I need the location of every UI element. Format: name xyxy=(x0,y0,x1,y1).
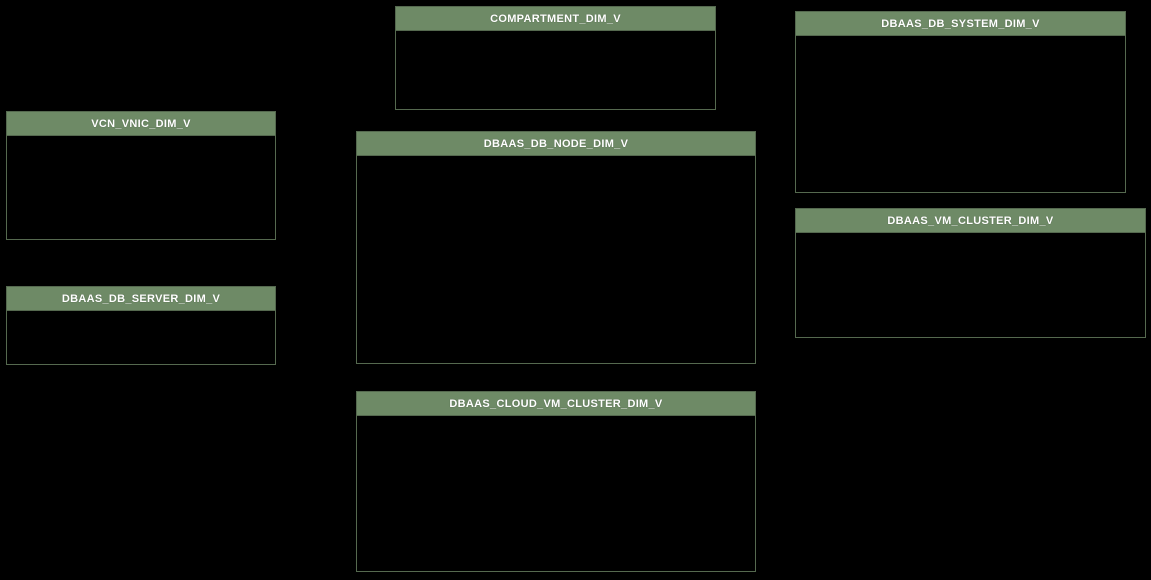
entity-attributes-dbaas-db-server-dim-v xyxy=(7,311,275,364)
entity-box-dbaas-cloud-vm-cluster-dim-v[interactable]: DBAAS_CLOUD_VM_CLUSTER_DIM_V xyxy=(356,391,756,572)
entity-box-vcn-vnic-dim-v[interactable]: VCN_VNIC_DIM_V xyxy=(6,111,276,240)
entity-title-dbaas-db-server-dim-v: DBAAS_DB_SERVER_DIM_V xyxy=(7,287,275,311)
entity-attributes-dbaas-db-system-dim-v xyxy=(796,36,1125,192)
entity-attributes-dbaas-db-node-dim-v xyxy=(357,156,755,363)
entity-attributes-compartment-dim-v xyxy=(396,31,715,109)
entity-box-compartment-dim-v[interactable]: COMPARTMENT_DIM_V xyxy=(395,6,716,110)
entity-title-dbaas-cloud-vm-cluster-dim-v: DBAAS_CLOUD_VM_CLUSTER_DIM_V xyxy=(357,392,755,416)
entity-title-dbaas-vm-cluster-dim-v: DBAAS_VM_CLUSTER_DIM_V xyxy=(796,209,1145,233)
entity-title-dbaas-db-system-dim-v: DBAAS_DB_SYSTEM_DIM_V xyxy=(796,12,1125,36)
entity-title-dbaas-db-node-dim-v: DBAAS_DB_NODE_DIM_V xyxy=(357,132,755,156)
entity-box-dbaas-vm-cluster-dim-v[interactable]: DBAAS_VM_CLUSTER_DIM_V xyxy=(795,208,1146,338)
entity-box-dbaas-db-system-dim-v[interactable]: DBAAS_DB_SYSTEM_DIM_V xyxy=(795,11,1126,193)
entity-title-compartment-dim-v: COMPARTMENT_DIM_V xyxy=(396,7,715,31)
entity-box-dbaas-db-server-dim-v[interactable]: DBAAS_DB_SERVER_DIM_V xyxy=(6,286,276,365)
entity-title-vcn-vnic-dim-v: VCN_VNIC_DIM_V xyxy=(7,112,275,136)
entity-box-dbaas-db-node-dim-v[interactable]: DBAAS_DB_NODE_DIM_V xyxy=(356,131,756,364)
entity-attributes-dbaas-vm-cluster-dim-v xyxy=(796,233,1145,337)
entity-attributes-vcn-vnic-dim-v xyxy=(7,136,275,239)
entity-attributes-dbaas-cloud-vm-cluster-dim-v xyxy=(357,416,755,571)
